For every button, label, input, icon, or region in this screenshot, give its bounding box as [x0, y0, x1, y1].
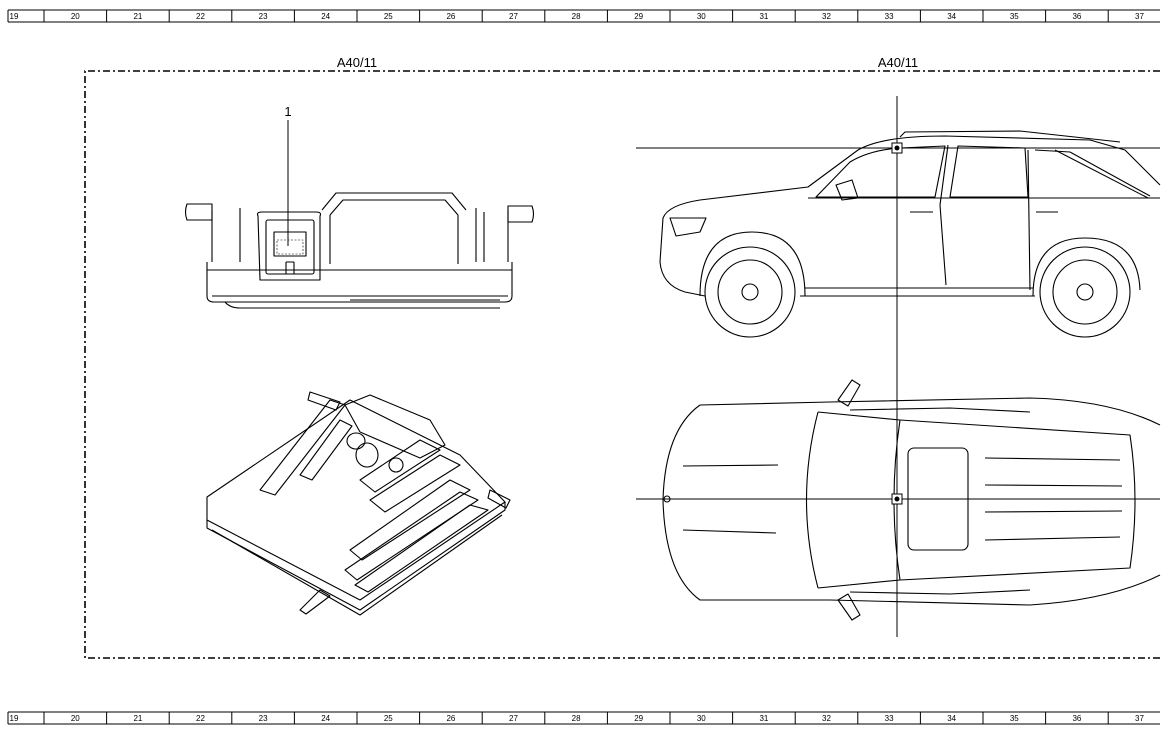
- ruler-number: 27: [509, 714, 518, 723]
- ruler-number: 28: [572, 714, 581, 723]
- position-marker-icon: [891, 493, 903, 505]
- callout-number-1: 1: [284, 104, 291, 119]
- ruler-number: 29: [634, 12, 643, 21]
- ruler-number: 24: [321, 12, 330, 21]
- ruler-number: 24: [321, 714, 330, 723]
- ruler-number: 26: [446, 12, 455, 21]
- ruler-number: 27: [509, 12, 518, 21]
- ruler-number: 34: [947, 12, 956, 21]
- ruler-number: 34: [947, 714, 956, 723]
- ruler-number: 21: [133, 12, 142, 21]
- ruler-number: 19: [10, 12, 19, 21]
- ruler-bottom: 19 20 21 22 23 24 25 26 27 28 29 30 31 32 33 34 35 36 37: [7, 711, 1160, 725]
- vehicle-side-view: [659, 130, 1161, 338]
- ruler-number: 25: [384, 12, 393, 21]
- control-unit-front-view: [184, 192, 535, 309]
- ruler-number: 37: [1135, 12, 1144, 21]
- ruler-number: 31: [759, 12, 768, 21]
- ruler-number: 33: [885, 714, 894, 723]
- ruler-number: 31: [759, 714, 768, 723]
- component-label-right: A40/11: [878, 55, 918, 70]
- ruler-number: 20: [71, 12, 80, 21]
- ruler-number: 35: [1010, 12, 1019, 21]
- ruler-number: 36: [1072, 714, 1081, 723]
- ruler-number: 29: [634, 714, 643, 723]
- ruler-number: 23: [259, 12, 268, 21]
- control-unit-isometric-view: [206, 391, 511, 616]
- ruler-number: 32: [822, 12, 831, 21]
- reference-crosshair: [636, 96, 1160, 637]
- ruler-number: 30: [697, 12, 706, 21]
- ruler-number: 37: [1135, 714, 1144, 723]
- ruler-number: 28: [572, 12, 581, 21]
- ruler-number: 21: [133, 714, 142, 723]
- position-marker-icon: [891, 142, 903, 154]
- ruler-number: 35: [1010, 714, 1019, 723]
- ruler-number: 33: [885, 12, 894, 21]
- ruler-top: 19 20 21 22 23 24 25 26 27 28 29 30 31 32 33 34 35 36 37: [7, 9, 1160, 23]
- ruler-number: 36: [1072, 12, 1081, 21]
- ruler-number: 26: [446, 714, 455, 723]
- vehicle-top-view: [662, 379, 1161, 621]
- component-label-left: A40/11: [337, 55, 377, 70]
- ruler-number: 20: [71, 714, 80, 723]
- ruler-number: 19: [10, 714, 19, 723]
- ruler-number: 23: [259, 714, 268, 723]
- ruler-number: 22: [196, 12, 205, 21]
- ruler-number: 22: [196, 714, 205, 723]
- ruler-number: 30: [697, 714, 706, 723]
- connector-pins-icon: [276, 239, 304, 255]
- ruler-number: 32: [822, 714, 831, 723]
- ruler-number: 25: [384, 714, 393, 723]
- component-boundary: [84, 70, 1160, 659]
